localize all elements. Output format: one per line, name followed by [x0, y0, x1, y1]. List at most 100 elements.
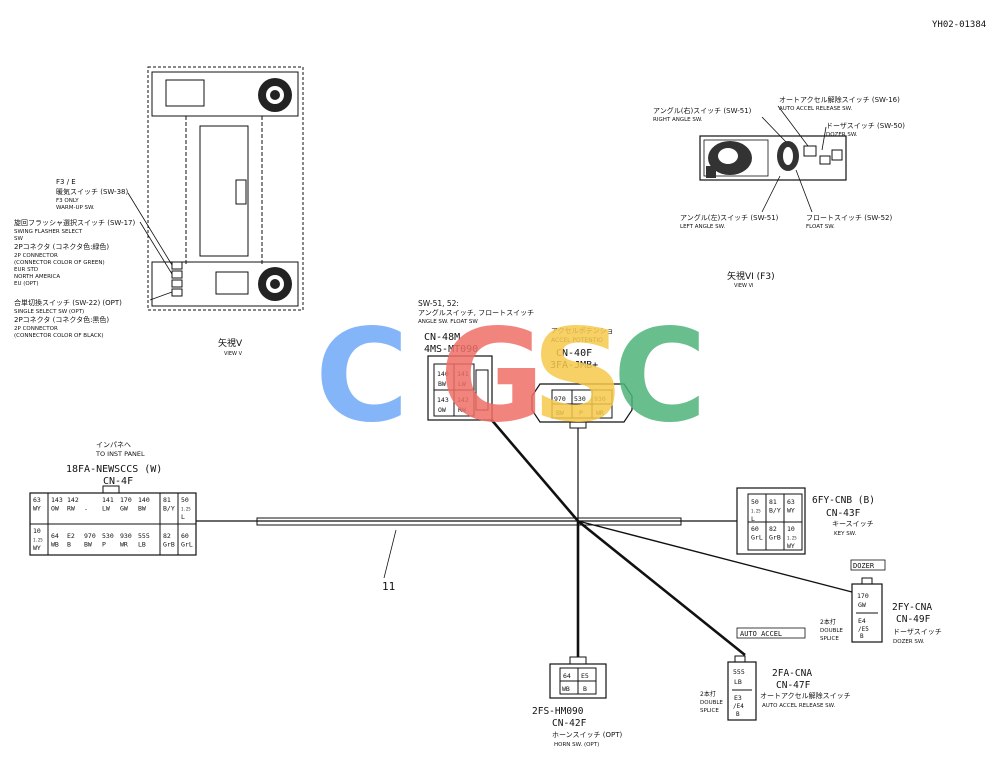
svg-text:2FS-HM090: 2FS-HM090 [532, 706, 584, 717]
cn43f-cell: 81 [769, 498, 777, 506]
svg-text:LB: LB [734, 678, 742, 686]
svg-text:E3: E3 [734, 694, 742, 702]
cn4f-cell: 50 [181, 496, 189, 504]
svg-text:LW: LW [458, 380, 466, 388]
svg-text:930: 930 [594, 395, 606, 403]
svg-text:DOZER SW.: DOZER SW. [893, 639, 925, 645]
doc-id: YH02-01384 [932, 20, 986, 30]
watermark-letter: C [315, 302, 409, 451]
view-vi-title-en: VIEW VI [734, 283, 753, 289]
svg-text:オートアクセル解除スイッチ (SW-16): オートアクセル解除スイッチ (SW-16) [779, 95, 900, 104]
svg-text:WARM-UP SW.: WARM-UP SW. [56, 205, 95, 211]
connector-cn42f: 64 E5 WB B 2FS-HM090 CN-42F ホーンスイッチ (OPT… [532, 656, 622, 748]
svg-text:F3 ONLY: F3 ONLY [56, 198, 79, 204]
cn43f-cell: GrL [751, 534, 763, 542]
svg-text:SW-51, 52:: SW-51, 52: [418, 299, 459, 308]
svg-text:CN-42F: CN-42F [552, 718, 587, 729]
svg-text:P: P [579, 409, 583, 417]
cn43f-cell: 10 [787, 525, 795, 533]
svg-text:NORTH AMERICA: NORTH AMERICA [14, 274, 60, 280]
cn4f-cell: 63 [33, 496, 41, 504]
cn4f-cell: E2 [67, 532, 75, 540]
harness-label: 11 [382, 580, 395, 593]
cn43f-cell: 1.25 [787, 536, 797, 541]
svg-text:2Pコネクタ (コネクタ色:黒色): 2Pコネクタ (コネクタ色:黒色) [14, 315, 109, 324]
svg-text:旋回フラッシャ選択スイッチ (SW-17): 旋回フラッシャ選択スイッチ (SW-17) [14, 218, 135, 227]
svg-text:WB: WB [562, 685, 570, 693]
svg-text:アングル(右)スイッチ (SW-51): アングル(右)スイッチ (SW-51) [653, 106, 752, 115]
svg-text:CN-48M: CN-48M [424, 332, 460, 343]
cn4f-cell: B [67, 541, 71, 549]
note-sw38: F3 / E 暖気スイッチ (SW-38) F3 ONLY WARM-UP SW… [56, 178, 128, 211]
cn43f-cell: 82 [769, 525, 777, 533]
svg-text:KEY SW.: KEY SW. [834, 531, 856, 537]
connector-cn49f: DOZER 170 GW E4 /E5 B 2本打 DOUBLE SPLICE … [820, 559, 942, 645]
svg-text:アングルスイッチ, フロートスイッチ: アングルスイッチ, フロートスイッチ [418, 308, 534, 317]
svg-text:2本打: 2本打 [700, 690, 716, 698]
cn4f-cell: 143 [51, 496, 63, 504]
connector-cn4f: インパネへ TO INST PANEL 18FA-NEWSCCS (W) CN-… [29, 441, 197, 556]
svg-text:2本打: 2本打 [820, 618, 836, 626]
cn4f-cell: 140 [138, 496, 150, 504]
svg-text:アクセルポテンショ: アクセルポテンショ [551, 327, 614, 335]
cn4f-cell: 142 [67, 496, 79, 504]
svg-text:141: 141 [457, 370, 469, 378]
svg-text:SW: SW [14, 236, 23, 242]
view-vi-title: 矢視VI (F3) [727, 270, 775, 282]
svg-text:6FY-CNB (B): 6FY-CNB (B) [812, 495, 875, 506]
svg-text:OW: OW [438, 406, 446, 414]
svg-text:SWING FLASHER SELECT: SWING FLASHER SELECT [14, 229, 83, 235]
cn4f-cell: BW [84, 541, 92, 549]
cn4f-cell: 1.25 [33, 538, 43, 543]
cn4f-cell: WY [33, 505, 41, 513]
svg-text:インパネへ: インパネへ [96, 441, 131, 449]
cn43f-cell: WY [787, 542, 795, 550]
cn4f-cell: 141 [102, 496, 114, 504]
cn4f-cell: B/Y [163, 505, 175, 513]
cn4f-cell: LB [138, 541, 146, 549]
cn4f-cell: 81 [163, 496, 171, 504]
svg-text:SINGLE SELECT SW (OPT): SINGLE SELECT SW (OPT) [14, 309, 84, 315]
svg-text:2Pコネクタ (コネクタ色:緑色): 2Pコネクタ (コネクタ色:緑色) [14, 242, 109, 251]
view-v-drawing [127, 66, 304, 311]
svg-text:GW: GW [858, 601, 866, 609]
svg-text:BW: BW [438, 380, 446, 388]
svg-text:CN-4F: CN-4F [103, 476, 133, 487]
svg-text:EUR STD: EUR STD [14, 267, 38, 273]
cn4f-cell: WR [120, 541, 128, 549]
svg-text:WR: WR [596, 409, 604, 417]
svg-text:ドーザスイッチ: ドーザスイッチ [893, 628, 942, 636]
cn43f-cell: GrB [769, 534, 781, 542]
cn4f-cell: 64 [51, 532, 59, 540]
svg-text:2FY-CNA: 2FY-CNA [892, 602, 932, 613]
svg-text:アングル(左)スイッチ (SW-51): アングル(左)スイッチ (SW-51) [680, 213, 779, 222]
cn43f-cell: L [751, 515, 755, 523]
note-sw17: 旋回フラッシャ選択スイッチ (SW-17) SWING FLASHER SELE… [14, 218, 135, 287]
cn43f-cell: 63 [787, 498, 795, 506]
cn4f-cell: GrL [181, 541, 193, 549]
svg-text:64: 64 [563, 672, 571, 680]
svg-text:142: 142 [457, 396, 469, 404]
cn43f-cell: 50 [751, 498, 759, 506]
cn4f-cell: OW [51, 505, 59, 513]
svg-text:AUTO ACCEL RELEASE SW.: AUTO ACCEL RELEASE SW. [762, 703, 835, 709]
svg-text:ホーンスイッチ (OPT): ホーンスイッチ (OPT) [552, 731, 622, 739]
svg-text:合単切換スイッチ (SW-22) (OPT): 合単切換スイッチ (SW-22) (OPT) [14, 298, 122, 307]
cn4f-cell: WY [33, 544, 41, 552]
cn4f-cell: 970 [84, 532, 96, 540]
cn4f-cell: LW [102, 505, 110, 513]
cn43f-cell: B/Y [769, 507, 781, 515]
svg-text:SPLICE: SPLICE [700, 708, 719, 714]
cn4f-cell: 555 [138, 532, 150, 540]
cn4f-cell: BW [138, 505, 146, 513]
svg-text:B: B [583, 685, 587, 693]
cn4f-cell: WB [51, 541, 59, 549]
cn4f-cell: - [84, 505, 88, 513]
svg-text:B: B [736, 711, 740, 718]
svg-text:CN-49F: CN-49F [896, 614, 931, 625]
cn43f-cell: WY [787, 507, 795, 515]
view-vi-labels: アングル(右)スイッチ (SW-51) RIGHT ANGLE SW. オートア… [653, 95, 905, 230]
cn43f-cell: 1.25 [751, 509, 761, 514]
